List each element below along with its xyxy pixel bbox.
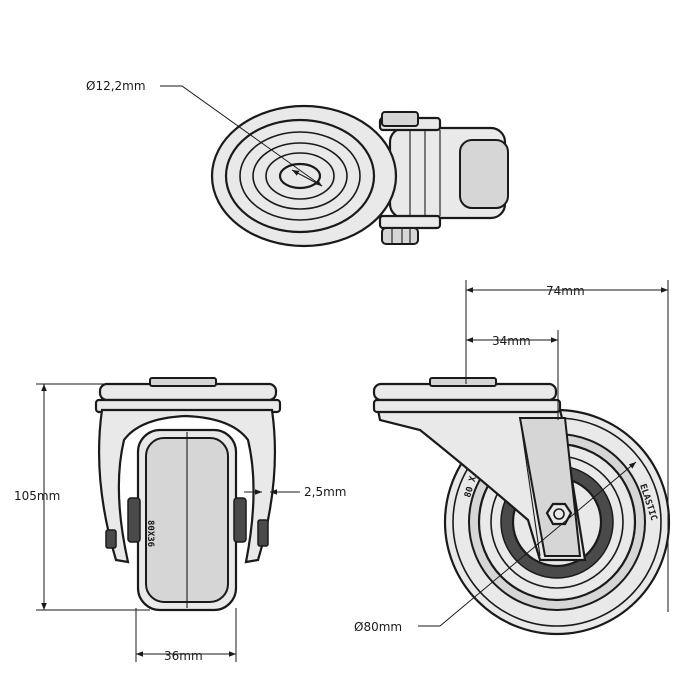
bore-dimension: Ø12,2mm [86, 79, 323, 187]
bracket-thickness-label: 2,5mm [304, 485, 346, 499]
offset-label: 34mm [492, 334, 531, 348]
wheel-diameter-dimension: Ø80mm [354, 461, 637, 634]
bore-diameter-label: Ø12,2mm [86, 79, 146, 93]
svg-text:80X36: 80X36 [145, 520, 155, 547]
wheel-width-label: 36mm [164, 649, 203, 663]
axle-nut [545, 502, 573, 526]
offset-dimension: 34mm [466, 330, 559, 420]
front-view: 80X36 105mm 2,5mm 36mm [14, 377, 346, 663]
overall-length-label: 74mm [546, 284, 585, 298]
overall-length-dimension: 74mm [465, 280, 669, 612]
wheel-width-dimension: 36mm [135, 608, 237, 663]
height-label: 105mm [14, 489, 60, 503]
bracket-thickness-dimension: 2,5mm [244, 485, 346, 499]
wheel-diameter-label: Ø80mm [354, 620, 402, 634]
axle-nut-top [381, 227, 419, 245]
height-dimension: 105mm [14, 383, 150, 611]
side-view: 80 X 36 ELASTIC 74mm 34mm Ø8 [354, 280, 671, 636]
top-view: Ø12,2mm [86, 79, 509, 248]
top-view-wheel [378, 111, 509, 245]
bore-hole [278, 162, 322, 190]
